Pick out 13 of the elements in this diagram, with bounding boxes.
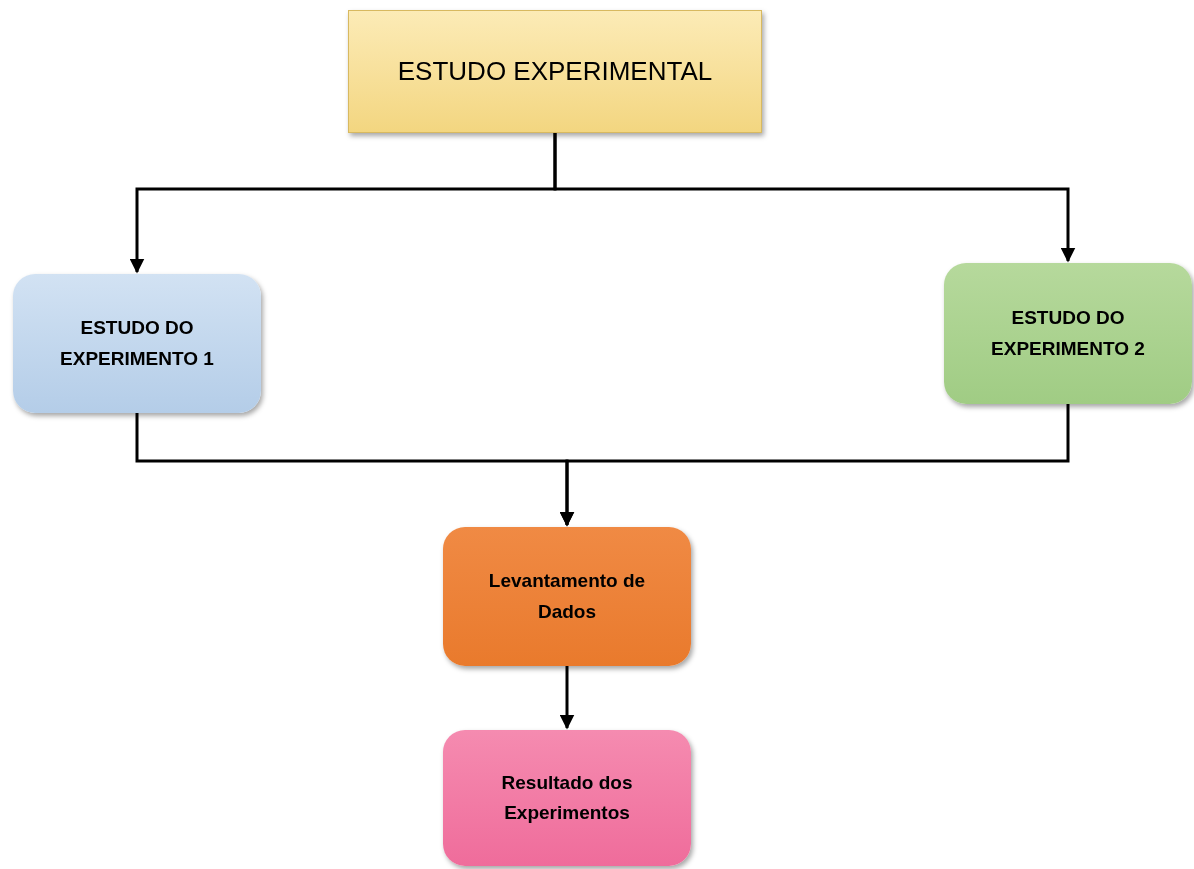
process-box [944,263,1192,404]
process-box [13,274,261,413]
box-label: ESTUDO DO EXPERIMENTO 2 [990,306,1146,361]
arrow [559,666,575,730]
process-box [443,730,691,866]
arrow [553,133,1076,263]
process-box [443,527,691,666]
box-label: Levantamento de Dados [487,569,647,624]
arrow [559,404,1070,527]
box-label: ESTUDO DO EXPERIMENTO 1 [59,316,215,371]
process-box [348,10,762,133]
box-label: ESTUDO EXPERIMENTAL [397,54,713,88]
box-label: Resultado dos Experimentos [500,770,634,825]
